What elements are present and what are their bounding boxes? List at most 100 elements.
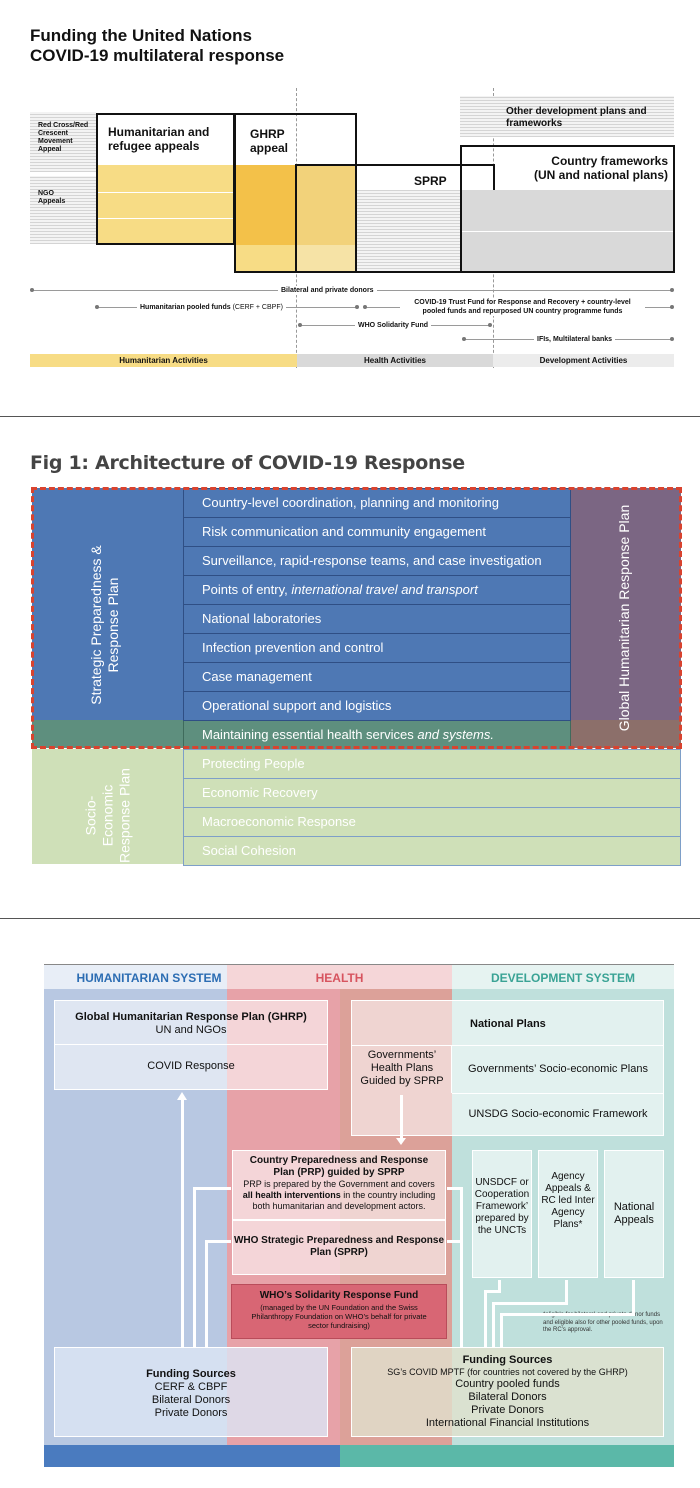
arrow-to-agency-h: [492, 1302, 567, 1305]
solidarity-fund-panel: WHO’s Solidarity Response Fund (managed …: [231, 1284, 447, 1339]
header-humanitarian: HUMANITARIAN SYSTEM: [76, 971, 222, 985]
prp-body-2: in the country including both humanitari…: [252, 1190, 436, 1211]
sprp-box-label: SPRP: [414, 174, 447, 188]
row-national-labs: National laboratories: [183, 605, 571, 634]
ghrp-column-lower: [571, 720, 681, 748]
funding-left-line3: Private Donors: [154, 1407, 228, 1419]
hum-pooled-label: Humanitarian pooled funds (CERF + CBPF): [137, 303, 286, 312]
section1-title-line2: COVID-19 multilateral response: [30, 46, 285, 65]
row-protecting-people: Protecting People: [183, 749, 681, 779]
ghrp-sprp-overlap: [297, 165, 356, 245]
gov-socio-plans: Governments’ Socio-economic Plans: [468, 1063, 648, 1075]
socio-label-line1: Socio-: [82, 795, 99, 836]
arrow-left-to-prp-v: [193, 1188, 196, 1348]
socio-economic-label: Socio- Economic Response Plan: [58, 748, 158, 864]
ghrp-box-label: GHRP appeal: [250, 127, 289, 155]
unsdg-framework: UNSDG Socio-economic Framework: [468, 1108, 648, 1120]
arrow-up-covid-response-head: [177, 1092, 187, 1100]
bottom-bar-blue: [44, 1445, 340, 1467]
row-maintaining-services: Maintaining essential health services an…: [183, 721, 571, 750]
row-case-management: Case management: [183, 663, 571, 692]
maintaining-italic: and systems.: [417, 727, 494, 742]
section1-title: Funding the United Nations COVID-19 mult…: [30, 26, 284, 66]
sprp-column: [32, 488, 184, 721]
funding-left-line1: CERF & CBPF: [154, 1381, 228, 1393]
humanitarian-activities-bar: Humanitarian Activities: [30, 354, 297, 367]
hum-pooled-label-bold: Humanitarian pooled funds: [140, 304, 231, 311]
agency-appeals-label: Agency Appeals & RC led Inter Agency Pla…: [541, 1171, 595, 1230]
unsdcf-label: UNSDCF or Cooperation Framework’ prepare…: [474, 1177, 530, 1236]
hum-pooled-label-rest: (CERF + CBPF): [230, 304, 283, 311]
bilateral-dot-right: [670, 288, 674, 292]
arrow-to-agency-up: [565, 1280, 568, 1305]
prp-body-bold: all health interventions: [242, 1190, 341, 1200]
arrow-to-national-v: [500, 1314, 503, 1348]
funding-left-panel: Funding Sources CERF & CBPF Bilateral Do…: [54, 1347, 328, 1437]
ghrp-fill: [235, 165, 297, 245]
arrow-to-national-up: [632, 1280, 635, 1316]
header-row-bg-health: [227, 965, 452, 989]
arrow-left-to-sprp-h: [205, 1240, 231, 1243]
row-infection-prevention: Infection prevention and control: [183, 634, 571, 663]
agency-appeals-panel: Agency Appeals & RC led Inter Agency Pla…: [538, 1150, 598, 1278]
bottom-bar-teal: [340, 1445, 674, 1467]
country-fill-line: [461, 231, 673, 232]
top-rule: [44, 964, 674, 965]
socio-economic-column: [32, 749, 184, 864]
national-plans-divider2: [452, 1093, 664, 1094]
health-activities-bar: Health Activities: [297, 354, 493, 367]
who-sprp-label: WHO Strategic Preparedness and Response …: [233, 1235, 445, 1258]
ifis-label: IFIs, Multilateral banks: [534, 335, 616, 344]
humanitarian-fill-line1: [97, 192, 234, 193]
prp-title: Country Preparedness and Response Plan (…: [249, 1155, 429, 1178]
arrow-health-to-prp: [400, 1095, 403, 1140]
row-operational-support: Operational support and logistics: [183, 692, 571, 721]
arrow-right-to-prp-v: [460, 1188, 463, 1348]
header-row-bg-hum: [44, 965, 227, 989]
who-sprp-panel: WHO Strategic Preparedness and Response …: [232, 1220, 446, 1275]
red-cross-label-box: Red Cross/Red Crescent Movement Appeal: [30, 112, 96, 172]
maintaining-plain: Maintaining essential health services: [202, 727, 418, 742]
row-risk-communication: Risk communication and community engagem…: [183, 518, 571, 547]
development-activities-bar: Development Activities: [493, 354, 674, 367]
humanitarian-fill: [97, 165, 234, 244]
ghrp-panel: Global Humanitarian Response Plan (GHRP)…: [54, 1000, 328, 1090]
prp-body-1: PRP is prepared by the Government and co…: [243, 1179, 435, 1189]
ngo-label-box: NGO Appeals: [30, 176, 96, 244]
who-solidarity-label: WHO Solidarity Fund: [355, 321, 431, 330]
solidarity-title: WHO’s Solidarity Response Fund: [259, 1290, 419, 1301]
other-dev-label: Other development plans and frameworks: [506, 106, 647, 129]
ngo-label: NGO Appeals: [38, 190, 66, 205]
unsdcf-panel: UNSDCF or Cooperation Framework’ prepare…: [472, 1150, 532, 1278]
points-of-entry-plain: Points of entry,: [202, 582, 292, 597]
ifis-dot-left: [462, 337, 466, 341]
covid-trust-dot-right: [670, 305, 674, 309]
arrow-to-unsdcf-up: [498, 1280, 501, 1293]
national-plans-divider: [351, 1045, 664, 1046]
section-separator-2: [0, 918, 700, 919]
ghrp-column: [571, 488, 681, 721]
hum-pooled-dot-left: [95, 305, 99, 309]
covid-response-label: COVID Response: [147, 1060, 235, 1072]
funding-right-title: Funding Sources: [462, 1354, 553, 1366]
hum-pooled-dot-right: [355, 305, 359, 309]
row-macroeconomic: Macroeconomic Response: [183, 808, 681, 837]
header-health: HEALTH: [315, 971, 364, 985]
green-rows: Protecting People Economic Recovery Macr…: [183, 749, 681, 866]
country-frameworks-label: Country frameworks (UN and national plan…: [533, 154, 668, 182]
points-of-entry-italic: international travel and transport: [291, 582, 478, 597]
section-separator-1: [0, 416, 700, 417]
ghrp-panel-title: Global Humanitarian Response Plan (GHRP): [75, 1011, 307, 1023]
row-surveillance: Surveillance, rapid-response teams, and …: [183, 547, 571, 576]
national-appeals-panel: National Appeals: [604, 1150, 664, 1278]
prp-body: PRP is prepared by the Government and co…: [239, 1179, 439, 1212]
sprp-column-green: [32, 720, 184, 748]
socio-label-vertical: Socio- Economic Response Plan: [83, 758, 134, 874]
arrow-right-to-prp-h: [447, 1187, 463, 1190]
funding-right-line4: International Financial Institutions: [425, 1417, 590, 1429]
ghrp-panel-divider: [55, 1044, 327, 1045]
header-row-bg-dev: [452, 965, 674, 989]
humanitarian-box: Humanitarian and refugee appeals: [96, 113, 235, 245]
funding-right-panel: Funding Sources SG’s COVID MPTF (for cou…: [351, 1347, 664, 1437]
ghrp-sprp-overlap-lower: [297, 245, 356, 272]
